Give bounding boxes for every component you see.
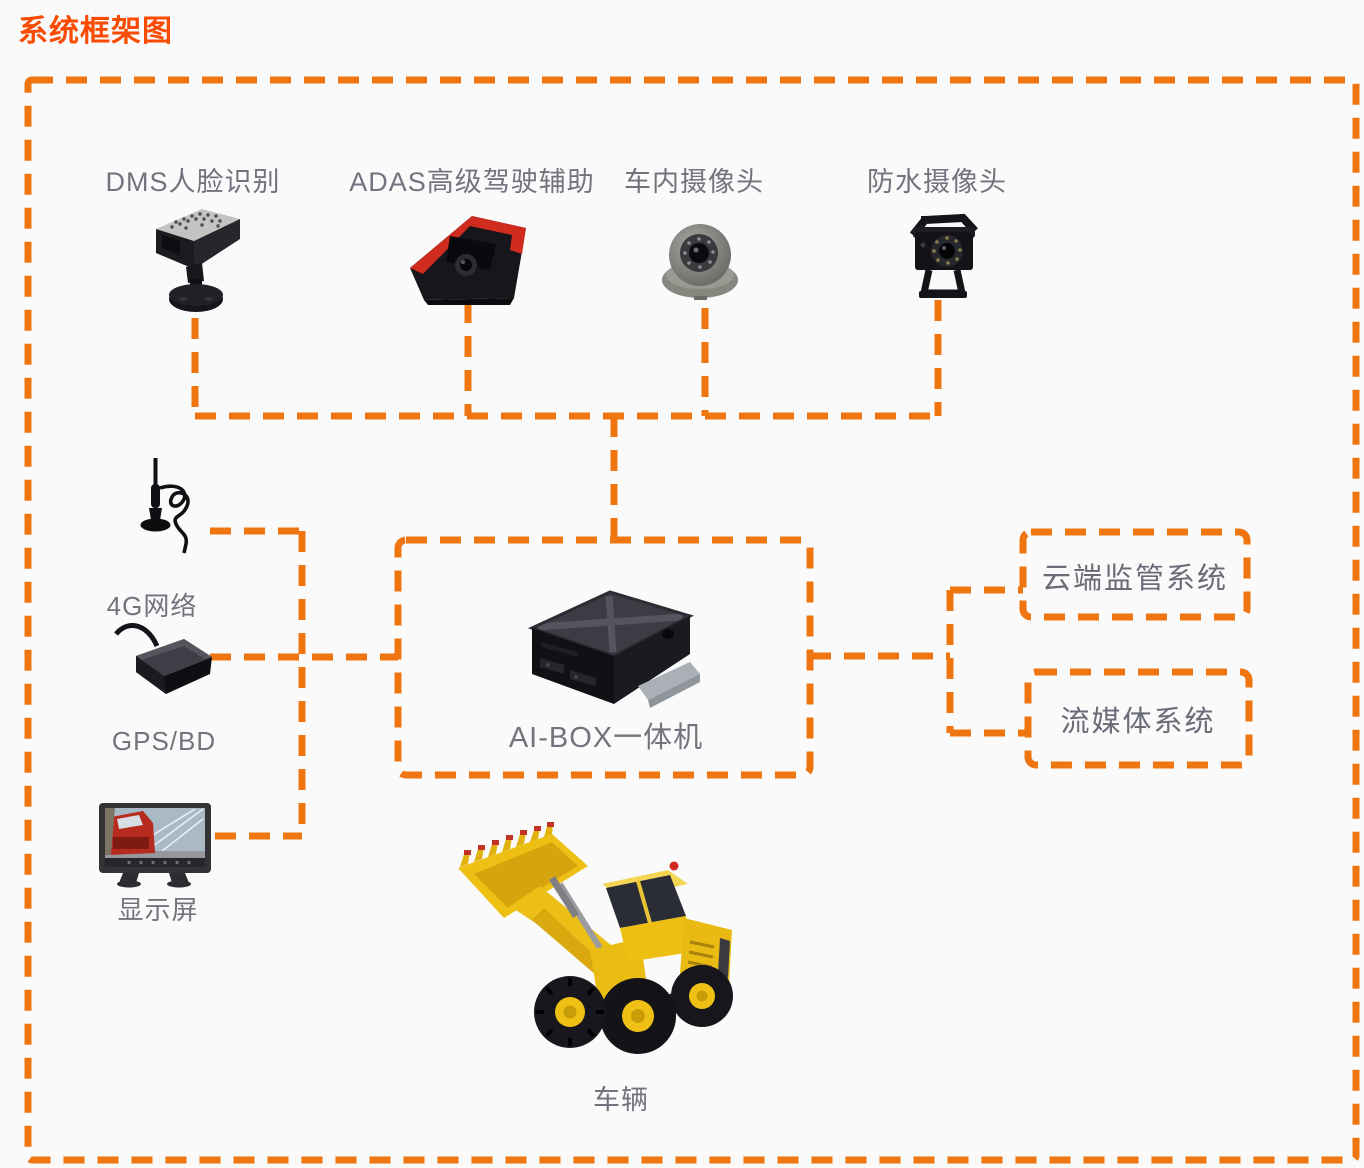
page-title: 系统框架图 <box>18 15 173 48</box>
media-system-label: 流媒体系统 <box>1060 706 1216 738</box>
cloud-system-label: 云端监管系统 <box>1041 563 1229 595</box>
aibox-label: AI-BOX一体机 <box>508 722 704 754</box>
gps-antenna-icon <box>114 623 212 694</box>
waterproof-label: 防水摄像头 <box>867 167 1007 197</box>
network-label: 4G网络 <box>106 591 198 621</box>
dome-camera-icon <box>662 224 738 300</box>
gps-label: GPS/BD <box>111 726 217 756</box>
cloud-box-frame <box>1019 528 1251 621</box>
screen-label: 显示屏 <box>117 895 199 925</box>
adas-camera-icon <box>410 216 526 305</box>
ai-box-device-icon <box>527 590 700 708</box>
4g-antenna-icon <box>140 458 190 554</box>
dms-label: DMS人脸识别 <box>105 167 281 197</box>
incar-label: 车内摄像头 <box>624 167 764 197</box>
dms-face-camera-icon <box>156 209 240 312</box>
vehicle-label: 车辆 <box>593 1085 649 1115</box>
wheel-loader-icon <box>458 822 733 1054</box>
media-box-frame <box>1024 668 1253 769</box>
adas-label: ADAS高级驾驶辅助 <box>349 167 595 197</box>
monitor-icon <box>99 803 211 888</box>
outer-border <box>24 76 1360 1164</box>
waterproof-camera-icon <box>909 213 978 298</box>
